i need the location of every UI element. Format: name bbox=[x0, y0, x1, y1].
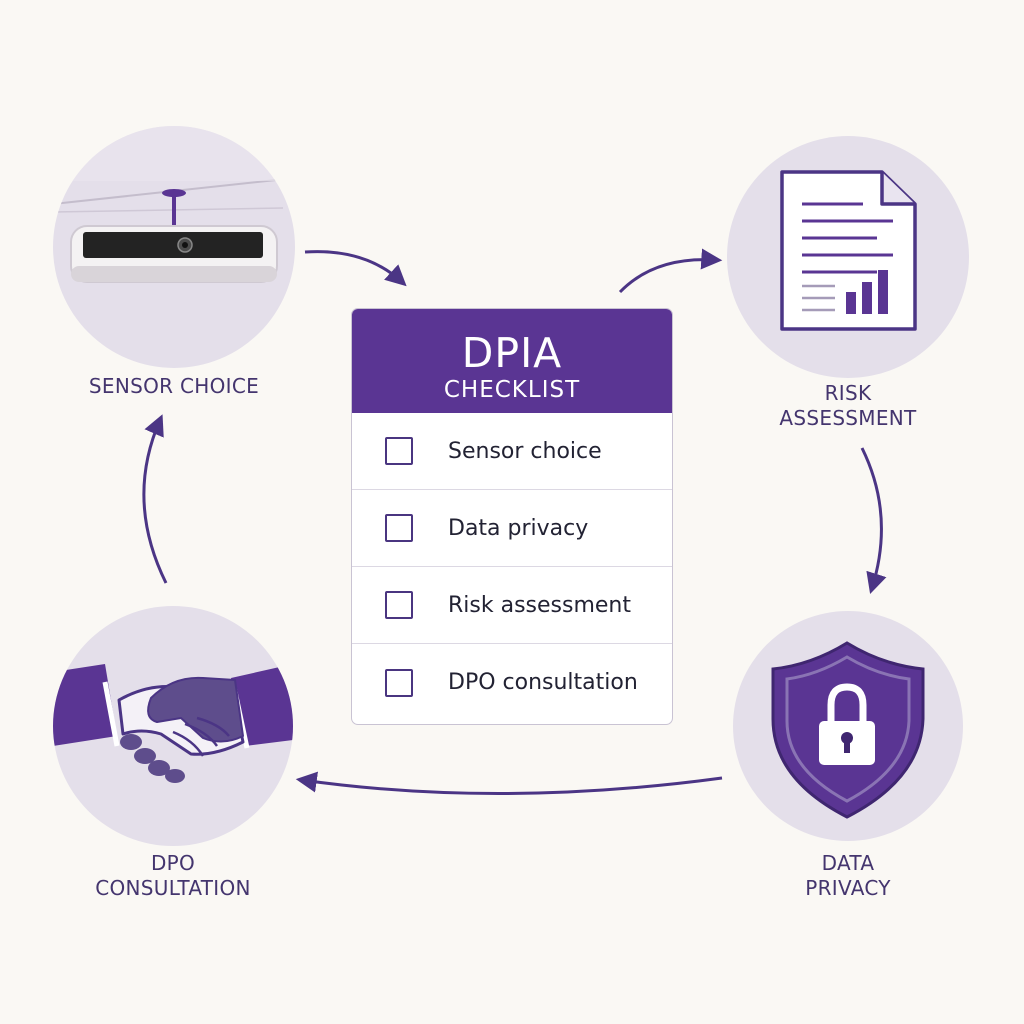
shield-lock-icon bbox=[771, 641, 925, 819]
checklist-items: Sensor choice Data privacy Risk assessme… bbox=[352, 413, 672, 721]
risk-assessment-label-line-2: ASSESSMENT bbox=[779, 406, 917, 430]
checklist-item-label: DPO consultation bbox=[448, 670, 638, 695]
checklist-item-data-privacy[interactable]: Data privacy bbox=[352, 490, 672, 567]
dpo-consultation-label: DPO CONSULTATION bbox=[53, 851, 293, 901]
checklist-item-label: Sensor choice bbox=[448, 438, 602, 464]
data-privacy-label: DATA PRIVACY bbox=[727, 851, 969, 901]
checkbox[interactable] bbox=[385, 514, 413, 542]
sensor-choice-label: SENSOR CHOICE bbox=[53, 374, 295, 399]
data-privacy-label-line-2: PRIVACY bbox=[805, 876, 891, 900]
data-privacy-node bbox=[733, 611, 963, 841]
checklist-item-dpo-consultation[interactable]: DPO consultation bbox=[352, 644, 672, 721]
risk-assessment-label: RISK ASSESSMENT bbox=[727, 381, 969, 431]
dpo-consultation-label-line-2: CONSULTATION bbox=[95, 876, 251, 900]
report-document-icon bbox=[780, 170, 917, 331]
risk-assessment-label-line-1: RISK bbox=[824, 381, 872, 405]
dpo-consultation-label-line-1: DPO bbox=[150, 851, 196, 875]
arrow-risk-to-privacy bbox=[860, 447, 887, 595]
checklist-item-label: Data privacy bbox=[448, 515, 589, 541]
checkbox[interactable] bbox=[385, 591, 413, 619]
risk-assessment-node bbox=[727, 136, 969, 378]
data-privacy-label-line-1: DATA bbox=[821, 851, 875, 875]
arrow-privacy-to-dpo bbox=[295, 771, 723, 796]
arrow-checklist-to-risk bbox=[618, 248, 723, 294]
ceiling-sensor-icon bbox=[53, 126, 295, 283]
arrow-dpo-to-sensor bbox=[142, 414, 168, 584]
dpia-checklist-card: DPIA CHECKLIST Sensor choice Data privac… bbox=[351, 308, 673, 725]
checklist-item-sensor-choice[interactable]: Sensor choice bbox=[352, 413, 672, 490]
dpo-consultation-node bbox=[53, 606, 293, 846]
checkbox[interactable] bbox=[385, 668, 413, 697]
sensor-choice-label-line-1: SENSOR CHOICE bbox=[88, 374, 260, 398]
checklist-subtitle: CHECKLIST bbox=[443, 377, 581, 403]
checkbox[interactable] bbox=[385, 437, 413, 465]
checklist-title: DPIA bbox=[461, 329, 563, 377]
checklist-item-risk-assessment[interactable]: Risk assessment bbox=[352, 567, 672, 644]
handshake-icon bbox=[53, 664, 293, 783]
arrow-sensor-to-checklist bbox=[304, 250, 407, 287]
checklist-item-label: Risk assessment bbox=[448, 592, 631, 618]
checklist-header: DPIA CHECKLIST bbox=[352, 309, 672, 413]
sensor-choice-node bbox=[53, 126, 295, 368]
